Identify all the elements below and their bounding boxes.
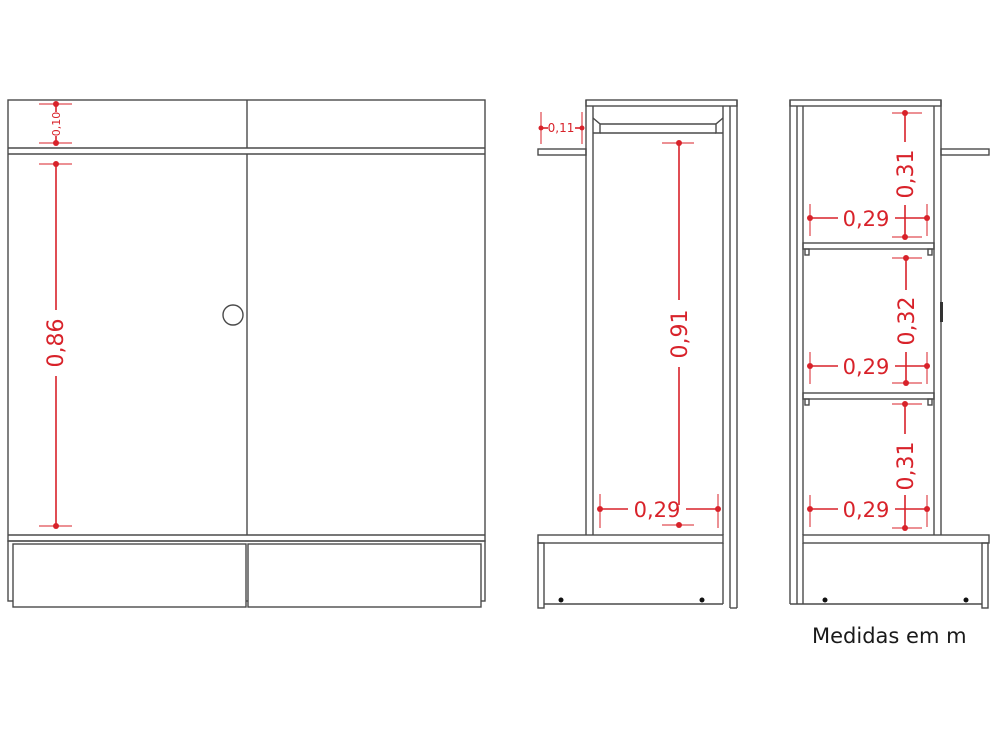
dim-label: 0,91 [668,310,693,359]
dim-label: 0,32 [895,297,920,346]
shelf [802,242,935,250]
drawer-left [12,543,247,608]
dim-shelf2: 0,32 0,29 [807,255,930,386]
dim-label: 0,31 [894,150,919,199]
dim-label: 0,29 [843,207,890,231]
side-view-open: 0,11 0,91 0,29 [537,99,738,609]
dim-overhang-depth: 0,11 [538,112,585,144]
caster-icon [822,597,828,603]
dim-shelf3: 0,31 0,29 [807,401,930,531]
dim-label: 0,31 [894,442,919,491]
caster-icon [963,597,969,603]
dim-inner-height: 0,91 [662,140,694,528]
dim-label: 0,29 [634,498,681,522]
dim-door-height: 0,86 [39,161,72,529]
caster-icon [699,597,705,603]
units-caption: Medidas em m [812,624,967,648]
drawer-right [247,543,482,608]
shelf [802,392,935,400]
dim-label: 0,29 [843,498,890,522]
dim-shelf1: 0,31 0,29 [807,110,930,240]
dim-label: 0,29 [843,355,890,379]
door-knob-icon [222,304,244,326]
dim-label: 0,11 [548,121,575,135]
dim-label: 0,86 [44,319,69,368]
dim-label: 0,10 [50,112,63,137]
dim-inner-depth: 0,29 [597,494,721,528]
side-view-shelves: 0,31 0,29 0,32 0,29 [789,99,990,609]
overhang-shelf [940,148,990,156]
front-view: 0,10 0,86 [7,99,486,608]
dim-top-height: 0,10 [39,101,72,146]
overhang-shelf [537,148,587,156]
caster-icon [558,597,564,603]
